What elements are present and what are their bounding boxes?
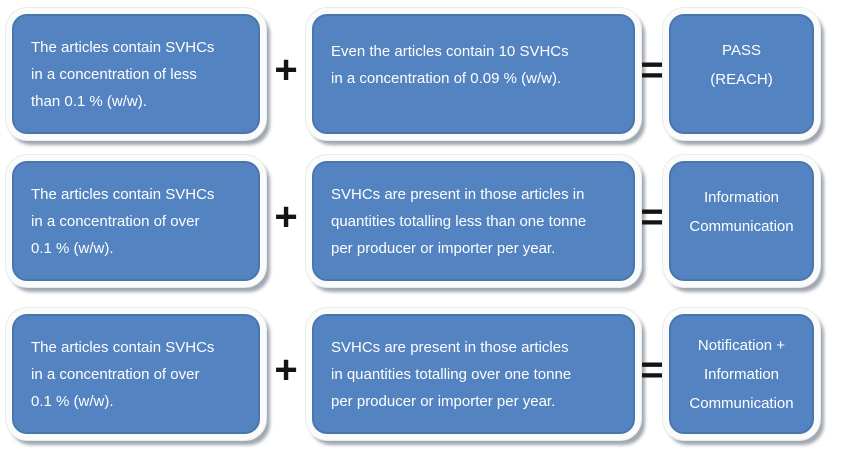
condition-box-fill: The articles contain SVHCs in a concentr… bbox=[12, 161, 260, 281]
quantity-box: SVHCs are present in those articles in q… bbox=[306, 155, 641, 287]
condition-text: The articles contain SVHCs in a concentr… bbox=[31, 185, 215, 257]
condition-text: The articles contain SVHCs in a concentr… bbox=[31, 38, 215, 110]
quantity-box-fill: SVHCs are present in those articles in q… bbox=[312, 314, 635, 434]
result-box-fill: Information Communication bbox=[669, 161, 814, 281]
quantity-text: Even the articles contain 10 SVHCs in a … bbox=[331, 43, 569, 87]
quantity-box: SVHCs are present in those articles in q… bbox=[306, 308, 641, 440]
plus-operator: + bbox=[274, 347, 298, 392]
result-box-fill: PASS (REACH) bbox=[669, 14, 814, 134]
result-box: Information Communication bbox=[663, 155, 820, 287]
plus-operator: + bbox=[274, 194, 298, 239]
plus-operator: + bbox=[274, 47, 298, 92]
condition-box: The articles contain SVHCs in a concentr… bbox=[6, 8, 266, 140]
condition-box-fill: The articles contain SVHCs in a concentr… bbox=[12, 14, 260, 134]
condition-box-fill: The articles contain SVHCs in a concentr… bbox=[12, 314, 260, 434]
condition-box: The articles contain SVHCs in a concentr… bbox=[6, 308, 266, 440]
result-box: PASS (REACH) bbox=[663, 8, 820, 140]
rule-row-2: The articles contain SVHCs in a concentr… bbox=[6, 155, 820, 287]
condition-box: The articles contain SVHCs in a concentr… bbox=[6, 155, 266, 287]
equals-operator: = bbox=[640, 347, 664, 392]
result-text: PASS (REACH) bbox=[710, 42, 773, 88]
result-box-fill: Notification + Information Communication bbox=[669, 314, 814, 434]
quantity-box-fill: Even the articles contain 10 SVHCs in a … bbox=[312, 14, 635, 134]
rule-row-1: The articles contain SVHCs in a concentr… bbox=[6, 8, 820, 140]
rule-row-3: The articles contain SVHCs in a concentr… bbox=[6, 308, 820, 440]
result-text: Information Communication bbox=[689, 189, 794, 235]
result-box: Notification + Information Communication bbox=[663, 308, 820, 440]
quantity-box-fill: SVHCs are present in those articles in q… bbox=[312, 161, 635, 281]
equals-operator: = bbox=[640, 194, 664, 239]
quantity-box: Even the articles contain 10 SVHCs in a … bbox=[306, 8, 641, 140]
result-text: Notification + Information Communication bbox=[689, 336, 794, 412]
quantity-text: SVHCs are present in those articles in q… bbox=[331, 185, 587, 257]
quantity-text: SVHCs are present in those articles in q… bbox=[331, 338, 572, 410]
condition-text: The articles contain SVHCs in a concentr… bbox=[31, 338, 215, 410]
equals-operator: = bbox=[640, 47, 664, 92]
